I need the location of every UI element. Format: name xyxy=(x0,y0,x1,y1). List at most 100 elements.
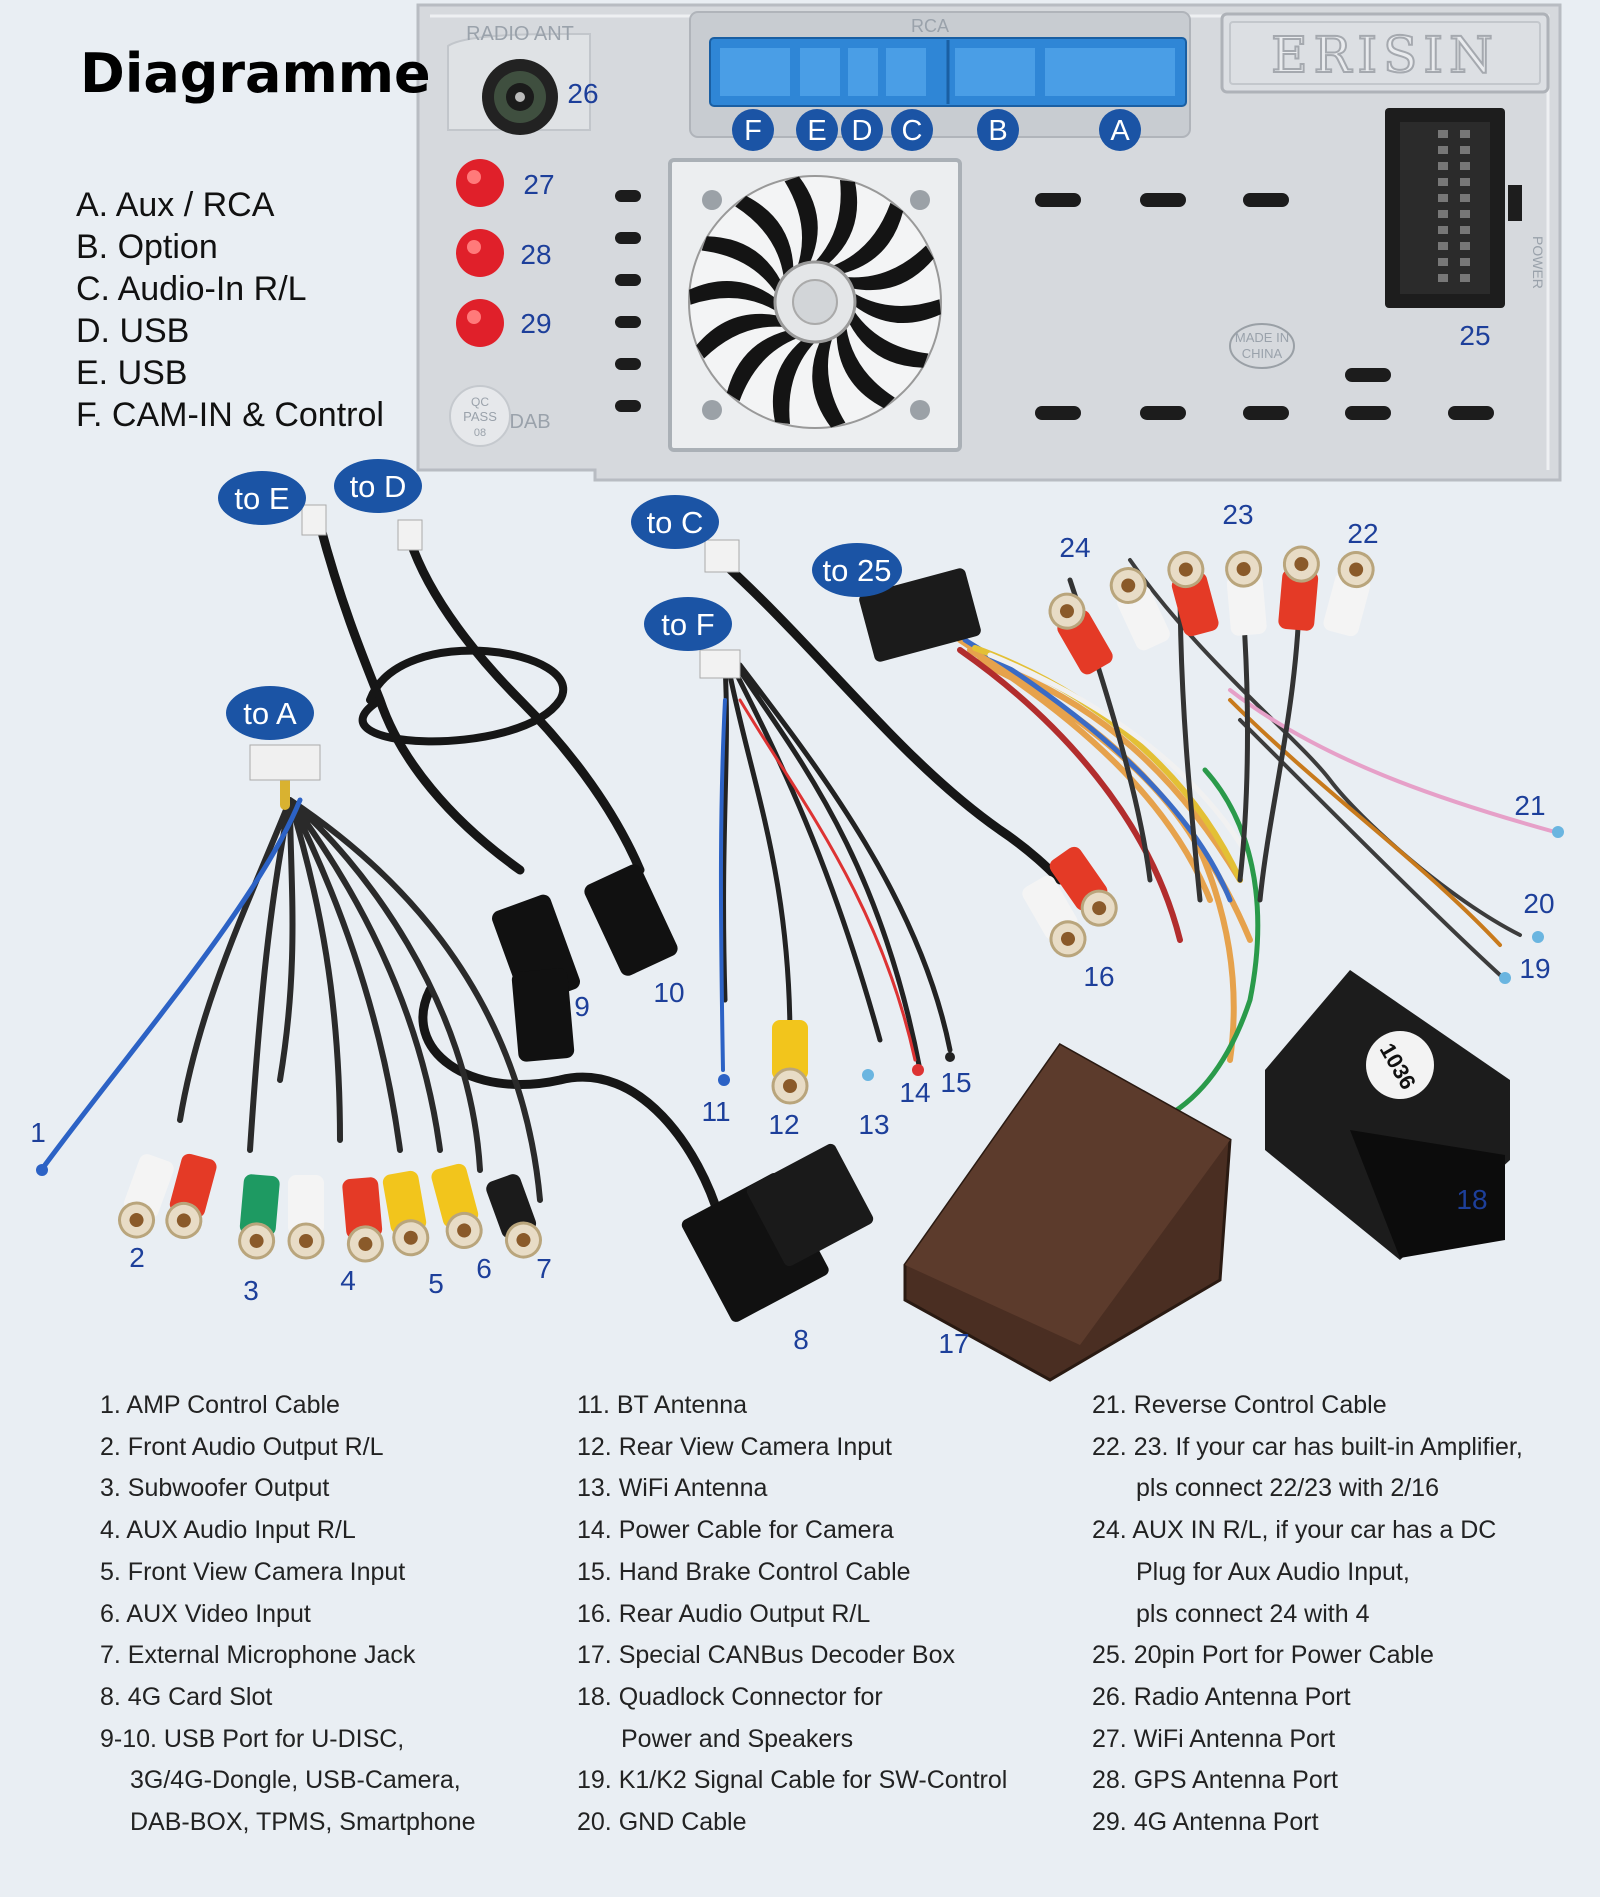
port-list: A. Aux / RCA B. Option C. Audio-In R/L D… xyxy=(76,184,384,436)
callout-14: 14 xyxy=(899,1077,930,1108)
callout-3: 3 xyxy=(243,1275,259,1306)
port-item-b: B. Option xyxy=(76,228,218,266)
rca-connector-block xyxy=(709,37,1187,107)
legend-item: 6. AUX Video Input xyxy=(100,1599,311,1628)
legend-item: 16. Rear Audio Output R/L xyxy=(577,1599,871,1628)
port-badge-b: B xyxy=(988,115,1007,147)
svg-text:MADE IN: MADE IN xyxy=(1235,330,1289,345)
port-item-e: E. USB xyxy=(76,354,188,392)
callout-4: 4 xyxy=(340,1265,356,1296)
cables xyxy=(42,520,1557,1225)
legend-item: 28. GPS Antenna Port xyxy=(1092,1766,1338,1795)
legend-item: 3G/4G-Dongle, USB-Camera, xyxy=(130,1766,461,1795)
legend-item: 29. 4G Antenna Port xyxy=(1092,1808,1319,1837)
cable-components: 10 3 6 xyxy=(36,504,1564,1382)
tag-to-f: to F xyxy=(661,607,714,642)
callout-25: 25 xyxy=(1459,320,1490,351)
number-callouts: 1 2 3 4 5 6 7 8 9 10 11 12 13 14 15 16 1… xyxy=(30,78,1554,1359)
legend-item: 26. Radio Antenna Port xyxy=(1092,1682,1351,1711)
port-letter-badges: F E D C B A xyxy=(732,109,1141,151)
antenna-jacks xyxy=(456,159,504,347)
port-badge-c: C xyxy=(902,115,923,147)
tag-to-a: to A xyxy=(243,696,297,731)
legend-column-2: 11. BT Antenna 12. Rear View Camera Inpu… xyxy=(577,1385,1007,1844)
callout-26: 26 xyxy=(567,78,598,109)
legend-item: 27. WiFi Antenna Port xyxy=(1092,1724,1336,1753)
vent-slots-right xyxy=(1035,193,1494,420)
cooling-fan xyxy=(668,158,962,452)
port-badge-a: A xyxy=(1110,115,1130,147)
port-item-c: C. Audio-In R/L xyxy=(76,270,307,308)
legend-item: 8. 4G Card Slot xyxy=(100,1682,273,1711)
callout-16: 16 xyxy=(1083,961,1114,992)
callout-8: 8 xyxy=(793,1324,809,1355)
callout-22: 22 xyxy=(1347,518,1378,549)
port-badge-e: E xyxy=(807,115,826,147)
tag-to-e: to E xyxy=(234,481,289,516)
svg-text:QC: QC xyxy=(471,395,489,409)
tag-to-c: to C xyxy=(647,505,704,540)
callout-23: 23 xyxy=(1222,499,1253,530)
qc-pass-sticker: QC PASS 08 xyxy=(449,385,511,447)
legend-item: 14. Power Cable for Camera xyxy=(577,1516,894,1545)
legend-item: 3. Subwoofer Output xyxy=(100,1474,330,1503)
callout-15: 15 xyxy=(940,1067,971,1098)
legend-item: 21. Reverse Control Cable xyxy=(1092,1391,1387,1419)
callout-6: 6 xyxy=(476,1253,492,1284)
svg-text:08: 08 xyxy=(474,427,486,439)
legend-item: 17. Special CANBus Decoder Box xyxy=(577,1641,955,1670)
legend-item: Plug for Aux Audio Input, xyxy=(1136,1557,1410,1586)
callout-7: 7 xyxy=(536,1253,552,1284)
port-item-d: D. USB xyxy=(76,312,190,350)
callout-21: 21 xyxy=(1514,790,1545,821)
callout-12: 12 xyxy=(768,1109,799,1140)
vent-slots-left xyxy=(615,190,641,412)
tag-to-d: to D xyxy=(350,469,407,504)
port-badge-f: F xyxy=(744,115,762,147)
legend-item: 7. External Microphone Jack xyxy=(100,1641,416,1670)
legend-column-3: 21. Reverse Control Cable 22. 23. If you… xyxy=(1092,1385,1523,1844)
legend-item: 18. Quadlock Connector for xyxy=(577,1682,883,1711)
made-in-china-stamp: MADE IN CHINA xyxy=(1229,323,1295,369)
port-badge-d: D xyxy=(852,115,873,147)
legend-item: 1. AMP Control Cable xyxy=(100,1391,340,1419)
brand-plate: ERISIN xyxy=(1220,12,1550,94)
callout-19: 19 xyxy=(1519,953,1550,984)
legend-item: 13. WiFi Antenna xyxy=(577,1474,768,1503)
port-item-a: A. Aux / RCA xyxy=(76,186,275,224)
callout-10: 10 xyxy=(653,977,684,1008)
svg-text:PASS: PASS xyxy=(463,409,497,424)
head-unit-panel: RCA F E D C B A xyxy=(416,3,1562,482)
legend-item: 9-10. USB Port for U-DISC, xyxy=(100,1724,405,1753)
callout-9: 9 xyxy=(574,991,590,1022)
brand-logo: ERISIN xyxy=(1271,26,1499,84)
legend-item: 5. Front View Camera Input xyxy=(100,1557,406,1586)
tag-to-25: to 25 xyxy=(823,553,892,588)
port-item-f: F. CAM-IN & Control xyxy=(76,396,384,434)
svg-text:CHINA: CHINA xyxy=(1242,346,1283,361)
callout-5: 5 xyxy=(428,1268,444,1299)
page-title: Diagramme xyxy=(80,42,431,105)
callout-13: 13 xyxy=(858,1109,889,1140)
callout-27: 27 xyxy=(523,169,554,200)
legend-item: 22. 23. If your car has built-in Amplifi… xyxy=(1092,1432,1523,1461)
legend-item: pls connect 24 with 4 xyxy=(1136,1599,1370,1628)
legend-item: 25. 20pin Port for Power Cable xyxy=(1092,1641,1434,1670)
legend-item: 19. K1/K2 Signal Cable for SW-Control xyxy=(577,1766,1008,1795)
legend-item: 2. Front Audio Output R/L xyxy=(100,1432,384,1461)
legend-item: 11. BT Antenna xyxy=(577,1391,748,1419)
legend-item: 15. Hand Brake Control Cable xyxy=(577,1557,911,1586)
legend-item: DAB-BOX, TPMS, Smartphone xyxy=(130,1808,476,1837)
callout-29: 29 xyxy=(520,308,551,339)
callout-17: 17 xyxy=(938,1328,969,1359)
power-port xyxy=(1385,108,1522,308)
connector-tags: to E to D to C to 25 to F to A xyxy=(218,459,902,740)
callout-20: 20 xyxy=(1523,888,1554,919)
callout-2: 2 xyxy=(129,1242,145,1273)
legend-item: 24. AUX IN R/L, if your car has a DC xyxy=(1092,1516,1497,1545)
rca-label: RCA xyxy=(911,16,949,36)
legend-item: 4. AUX Audio Input R/L xyxy=(100,1516,356,1545)
legend-item: Power and Speakers xyxy=(621,1724,854,1753)
legend-item: pls connect 22/23 with 2/16 xyxy=(1136,1474,1439,1503)
